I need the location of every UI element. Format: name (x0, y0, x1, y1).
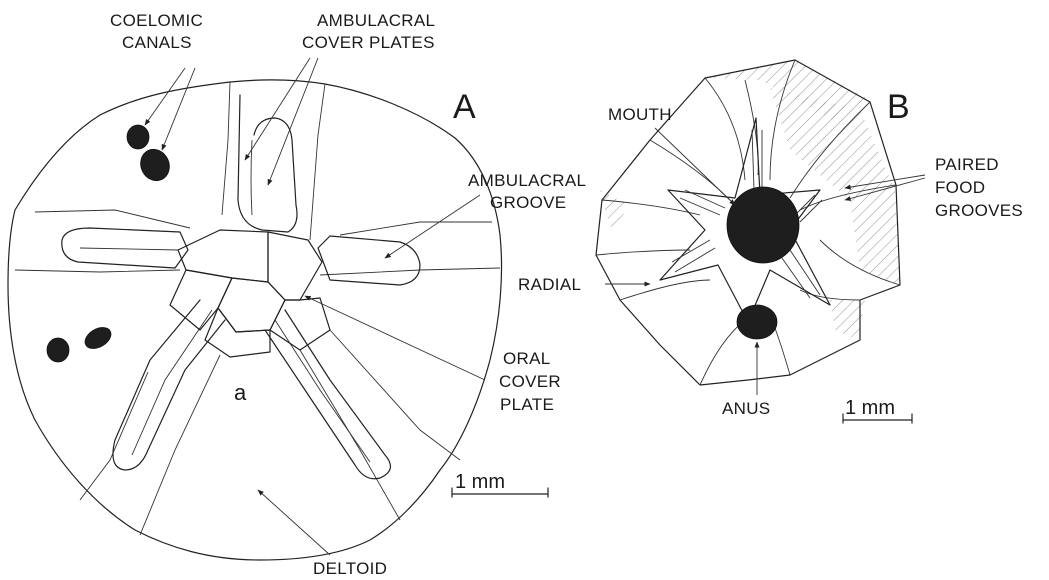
radial-line (650, 140, 730, 200)
oral-cover-plate (178, 230, 268, 282)
oral-cover-plate (170, 270, 232, 330)
label-deltoid: DELTOID (313, 559, 387, 578)
coelomic-canal-blob (136, 145, 175, 186)
suture-line (340, 222, 492, 235)
label-oral-cover-plate-2: COVER (499, 372, 561, 391)
label-radial: RADIAL (518, 275, 581, 294)
ambulacral-groove-left (80, 248, 178, 250)
leader-coelomic-1 (145, 68, 185, 125)
leader-ambulacral-groove (385, 195, 480, 258)
label-ambulacral-cover-plates-1: AMBULACRAL (317, 11, 435, 30)
coelomic-canal-blob (81, 323, 114, 353)
ambulacrum-top (238, 95, 297, 232)
radial-line (620, 280, 710, 300)
label-ambulacral-cover-plates-2: COVER PLATES (302, 33, 435, 52)
suture-line (330, 330, 460, 460)
ambulacral-groove-lower-right (275, 320, 370, 462)
ambulacral-groove-top (251, 140, 252, 215)
label-paired-food-grooves-3: GROOVES (935, 201, 1023, 220)
leader-ambulacral-cover-1 (245, 58, 310, 160)
scale-bar-b-label: 1 mm (845, 397, 895, 419)
radial-line (800, 290, 860, 300)
leader-oral-cover-plate (305, 296, 485, 380)
mouth (727, 187, 799, 263)
suture-line (15, 270, 180, 272)
suture-line (35, 210, 190, 228)
scale-bar-a-label: 1 mm (455, 471, 505, 493)
leader-coelomic-2 (162, 68, 195, 150)
theca-outline-a (8, 80, 502, 560)
coelomic-canal-blob (127, 125, 149, 149)
label-ambulacral-groove-2: GROOVE (490, 193, 566, 212)
ambulacrum-lower-right (265, 310, 390, 479)
figure-b: MOUTH B PAIRED FOOD GROOVES RADIAL ANUS … (518, 60, 1023, 423)
anus (737, 305, 777, 339)
suture-line (222, 82, 230, 215)
label-paired-food-grooves-1: PAIRED (935, 155, 999, 174)
radial-line (700, 320, 745, 385)
label-coelomic-canals-2: CANALS (122, 33, 192, 52)
label-ambulacral-groove-1: AMBULACRAL (468, 171, 586, 190)
radial-line (705, 78, 745, 180)
label-anus: ANUS (722, 399, 770, 418)
small-label-a: a (234, 380, 247, 405)
figure-a: COELOMIC CANALS AMBULACRAL COVER PLATES … (8, 11, 586, 578)
hatched-area (770, 88, 900, 285)
leader-deltoid (258, 490, 330, 555)
ambulacrum-right (318, 236, 420, 285)
label-mouth: MOUTH (608, 105, 672, 124)
oral-cover-plate (270, 298, 330, 350)
radial-line (596, 250, 690, 255)
suture-line (320, 268, 500, 275)
label-paired-food-grooves-2: FOOD (935, 178, 985, 197)
oral-cover-plate (268, 232, 322, 300)
suture-line (80, 372, 148, 500)
coelomic-canal-blob (47, 338, 69, 362)
panel-letter-a: A (453, 88, 476, 126)
suture-line (310, 84, 325, 240)
suture-line (300, 350, 400, 520)
label-oral-cover-plate-1: ORAL (503, 349, 551, 368)
ambulacral-groove-lower-left (132, 310, 212, 455)
label-oral-cover-plate-3: PLATE (500, 395, 554, 414)
ambulacrum-lower-left (113, 300, 225, 470)
panel-letter-b: B (887, 88, 910, 126)
label-coelomic-canals-1: COELOMIC (110, 11, 203, 30)
